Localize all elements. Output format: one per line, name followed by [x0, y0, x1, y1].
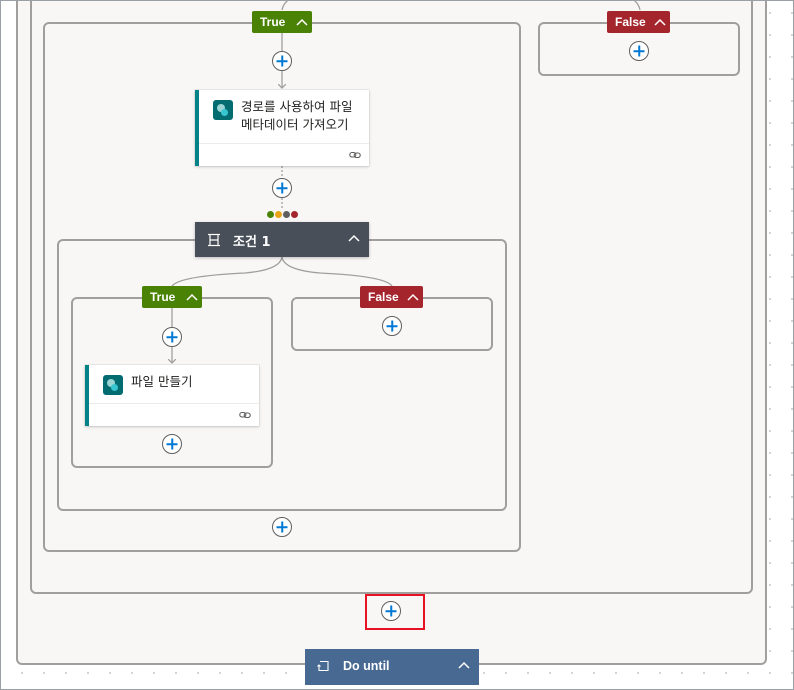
chevron-up-icon[interactable] [292, 11, 312, 33]
true-branch-add-action-button[interactable] [162, 434, 182, 454]
sharepoint-icon [213, 100, 233, 120]
status-dot-timed-out [275, 211, 282, 218]
action-title: 경로를 사용하여 파일 메타데이터 가져오기 [241, 99, 353, 132]
chevron-up-icon[interactable] [345, 230, 363, 248]
status-dot-failed [291, 211, 298, 218]
insert-step-button[interactable] [381, 601, 401, 621]
outer-false-branch-label: False [615, 15, 646, 29]
create-file-card[interactable]: 파일 만들기 [85, 365, 259, 426]
condition-1-false-label: False [368, 290, 399, 304]
loop-icon [317, 660, 329, 672]
insert-step-button[interactable] [272, 51, 292, 71]
condition-1-true-label: True [150, 290, 176, 304]
status-dot-skipped [283, 211, 290, 218]
outer-true-branch-header[interactable]: True [252, 11, 312, 33]
condition-1-false-branch-header[interactable]: False [360, 286, 423, 308]
status-dot-succeeded [267, 211, 274, 218]
card-footer [89, 403, 259, 426]
chevron-up-icon[interactable] [650, 11, 670, 33]
chevron-up-icon[interactable] [403, 286, 423, 308]
false-branch-add-action-button[interactable] [382, 316, 402, 336]
chevron-up-icon[interactable] [182, 286, 202, 308]
run-after-status-dots[interactable] [267, 211, 299, 219]
insert-step-button[interactable] [162, 327, 182, 347]
chevron-up-icon[interactable] [455, 657, 473, 675]
link-icon[interactable] [239, 409, 251, 421]
link-icon[interactable] [349, 149, 361, 161]
condition-1-title: 조건 1 [233, 235, 271, 250]
action-title: 파일 만들기 [131, 374, 193, 389]
card-footer [199, 143, 369, 166]
outer-true-add-action-button[interactable] [272, 517, 292, 537]
condition-1-header[interactable]: 조건 1 [195, 222, 369, 257]
do-until-header[interactable]: Do until [305, 649, 479, 685]
condition-icon [208, 233, 220, 247]
condition-1-true-branch-header[interactable]: True [142, 286, 202, 308]
sharepoint-icon [103, 375, 123, 395]
insert-step-button[interactable] [272, 178, 292, 198]
false-branch-add-action-button[interactable] [629, 41, 649, 61]
get-file-metadata-card[interactable]: 경로를 사용하여 파일 메타데이터 가져오기 [195, 90, 369, 166]
outer-false-branch-header[interactable]: False [607, 11, 670, 33]
do-until-title: Do until [343, 659, 390, 673]
outer-true-branch-label: True [260, 15, 286, 29]
